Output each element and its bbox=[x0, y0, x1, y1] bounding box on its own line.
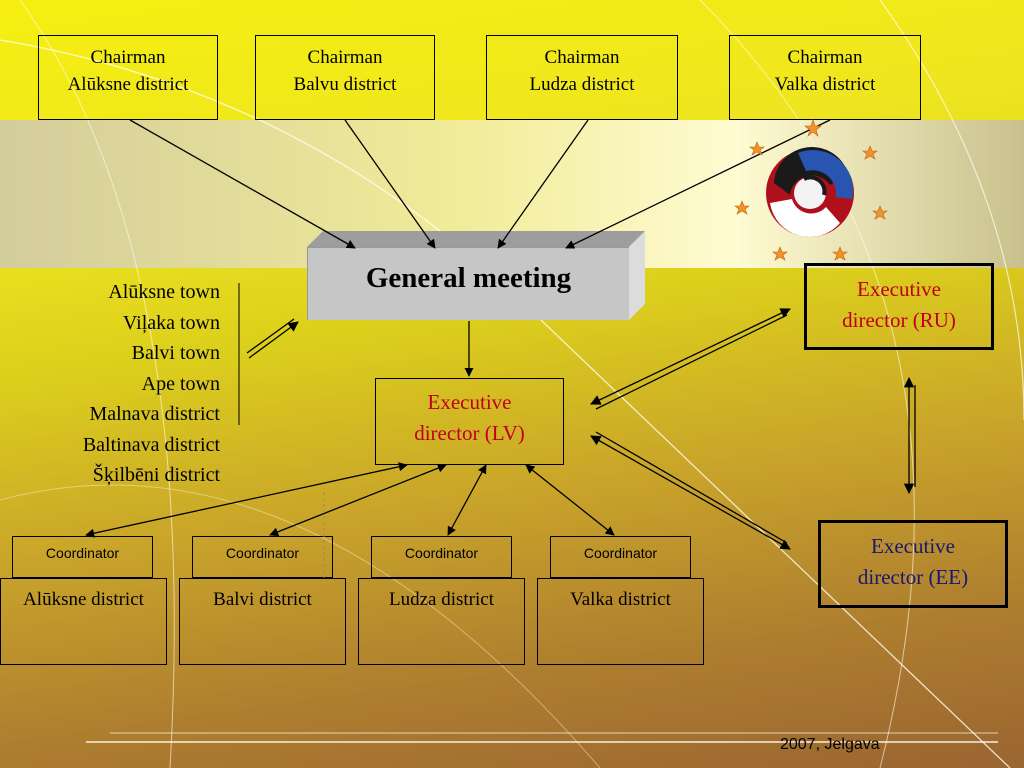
general-meeting-box-top bbox=[307, 231, 645, 247]
member-item: Alūksne town bbox=[108, 281, 220, 303]
member-item: Balvi town bbox=[131, 342, 220, 364]
arrow-chair-aluksne-to-gm bbox=[129, 119, 356, 249]
executive-director-ee-box: Executive director (EE) bbox=[818, 520, 1008, 608]
chairman-ludza-box: Chairman Ludza district bbox=[486, 35, 678, 120]
member-item: Baltinava district bbox=[82, 433, 220, 456]
arrow-ru-ee bbox=[903, 376, 916, 495]
executive-lv-line2: director (LV) bbox=[414, 421, 525, 445]
chairman-label: Chairman bbox=[90, 47, 166, 68]
arrow-lv-coord-balvi bbox=[269, 463, 447, 537]
footer-text: 2007, Jelgava bbox=[780, 736, 880, 753]
executive-ee-line2: director (EE) bbox=[857, 565, 969, 589]
chairman-valka-box: Chairman Valka district bbox=[729, 35, 921, 120]
arrow-members-to-gm bbox=[246, 318, 299, 359]
arrow-chair-valka-to-gm bbox=[565, 119, 831, 249]
general-meeting-label: General meeting bbox=[365, 262, 572, 294]
chairman-label: Chairman bbox=[787, 47, 863, 68]
member-item: Ape town bbox=[141, 372, 220, 395]
district-valka-box: Valka district bbox=[537, 578, 704, 665]
chairman-district: Ludza district bbox=[529, 74, 635, 95]
executive-ru-line2: director (RU) bbox=[842, 308, 956, 332]
general-meeting-box: General meeting bbox=[307, 247, 629, 320]
arrow-chair-balvu-to-gm bbox=[344, 119, 436, 249]
chairman-district: Alūksne district bbox=[67, 74, 189, 95]
chairman-label: Chairman bbox=[544, 47, 620, 68]
arrow-lv-coord-valka bbox=[525, 464, 615, 536]
chairman-aluksne-box: Chairman Alūksne district bbox=[38, 35, 218, 120]
district-balvi-box: Balvi district bbox=[179, 578, 346, 665]
arrow-lv-ee bbox=[590, 431, 791, 550]
chairman-balvu-box: Chairman Balvu district bbox=[255, 35, 435, 120]
arrow-lv-ru bbox=[590, 308, 791, 410]
executive-ee-line1: Executive bbox=[871, 534, 955, 558]
chairman-label: Chairman bbox=[307, 47, 383, 68]
chairman-district: Balvu district bbox=[293, 74, 397, 95]
district-aluksne-box: Alūksne district bbox=[0, 578, 167, 665]
member-item: Viļaka town bbox=[122, 311, 220, 334]
executive-director-lv-box: Executive director (LV) bbox=[375, 378, 564, 465]
chairman-district: Valka district bbox=[774, 74, 876, 95]
coordinator-aluksne-box: Coordinator bbox=[12, 536, 153, 578]
coordinator-ludza-box: Coordinator bbox=[371, 536, 512, 578]
executive-lv-line1: Executive bbox=[427, 390, 512, 414]
executive-ru-line1: Executive bbox=[857, 277, 941, 301]
arrow-lv-coord-ludza bbox=[447, 464, 487, 536]
district-ludza-box: Ludza district bbox=[358, 578, 525, 665]
general-meeting-box-side bbox=[629, 231, 645, 320]
member-item: Malnava district bbox=[89, 403, 220, 425]
arrow-chair-ludza-to-gm bbox=[497, 119, 589, 249]
executive-director-ru-box: Executive director (RU) bbox=[804, 263, 994, 350]
